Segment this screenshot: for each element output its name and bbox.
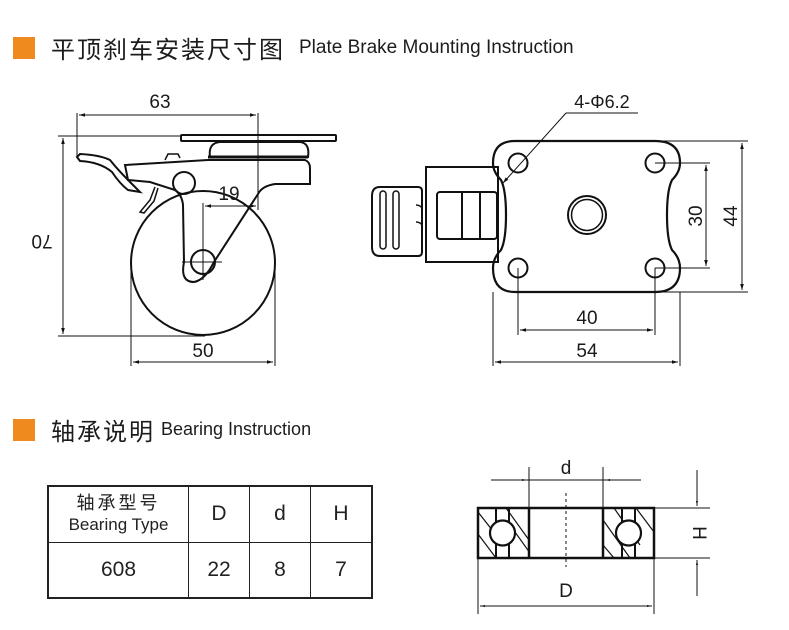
brake-lever: [75, 152, 143, 194]
brake-spring: [138, 186, 159, 214]
cell-H: 7: [310, 541, 373, 599]
swivel-race: [208, 141, 310, 158]
section-header-bearing: 轴承说明 Bearing Instruction: [13, 412, 311, 447]
header-D: D: [188, 485, 250, 543]
section-title-en: Plate Brake Mounting Instruction: [299, 36, 574, 58]
cell-D: 22: [188, 541, 250, 599]
header-H: H: [310, 485, 373, 543]
dim-bearing-D: D: [559, 581, 573, 602]
dim-hole-horizontal: 40: [576, 308, 597, 329]
dim-plate-height: 44: [721, 205, 742, 227]
header-type-cn: 轴承型号: [76, 493, 161, 515]
bearing-table: 轴承型号 Bearing Type D d H 608 22 8 7: [47, 485, 373, 599]
center-boss: [567, 195, 607, 235]
table-header-row: 轴承型号 Bearing Type D d H: [47, 485, 373, 543]
section-marker-icon: [13, 418, 35, 441]
bearing-ball: [488, 519, 517, 547]
cell-d: 8: [249, 541, 311, 599]
section-header-mounting: 平顶刹车安装尺寸图 Plate Brake Mounting Instructi…: [13, 30, 574, 65]
dim-hole-spec: 4-Φ6.2: [574, 92, 629, 112]
section-title-cn: 轴承说明: [51, 418, 155, 446]
brake-pivot: [172, 171, 196, 195]
dim-overall-height: 70: [31, 230, 52, 251]
dim-plate-width: 54: [576, 341, 598, 362]
header-d: d: [249, 485, 311, 543]
caster-top-view: 4-Φ6.2 44 30 40 54: [371, 92, 748, 366]
section-marker-icon: [13, 36, 35, 59]
section-title-en: Bearing Instruction: [161, 419, 312, 439]
dim-hole-vertical: 30: [686, 205, 707, 226]
bearing-diagram: d D H: [476, 458, 710, 614]
caster-side-view: 63 70 19 50: [31, 92, 337, 366]
mount-hole: [507, 152, 529, 174]
header-type-en: Bearing Type: [68, 515, 169, 535]
dim-bearing-d: d: [561, 458, 572, 479]
brake-pedal: [371, 186, 423, 257]
fork: [123, 159, 311, 284]
header-bearing-type: 轴承型号 Bearing Type: [47, 485, 189, 543]
dim-bearing-H: H: [688, 526, 709, 540]
bearing-ball: [614, 519, 643, 547]
dim-offset: 19: [218, 184, 239, 205]
section-title-cn: 平顶刹车安装尺寸图: [51, 36, 285, 64]
table-row: 608 22 8 7: [47, 541, 373, 599]
dim-overall-width: 63: [149, 92, 170, 113]
cell-type: 608: [47, 541, 189, 599]
dim-wheel-diameter: 50: [192, 341, 213, 362]
